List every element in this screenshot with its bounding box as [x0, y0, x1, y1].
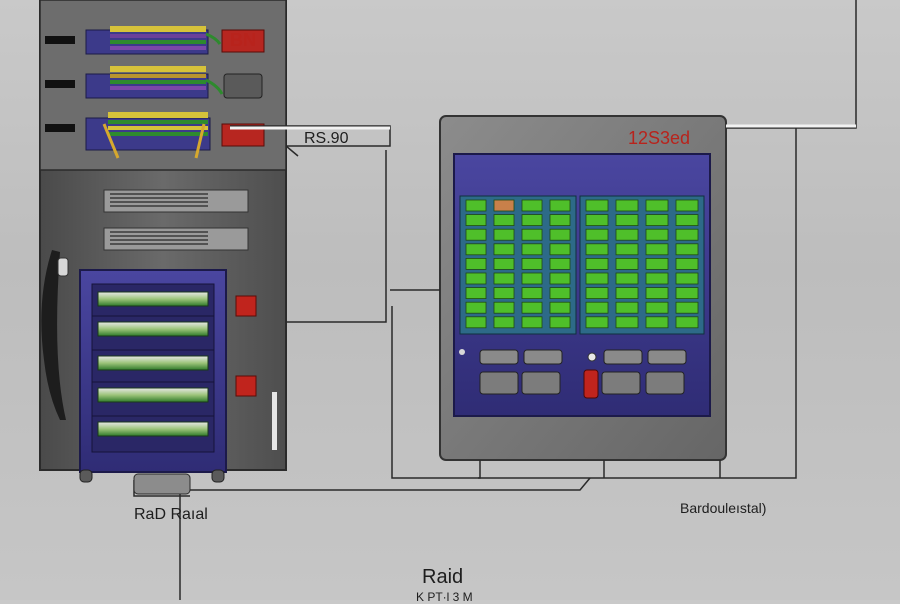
led-cell — [675, 199, 699, 212]
led-cell — [615, 199, 639, 212]
led-cell — [615, 243, 639, 256]
led-cell — [521, 199, 543, 212]
led-cell — [645, 257, 669, 270]
led-cell — [549, 272, 571, 285]
led-cell — [645, 243, 669, 256]
led-cell — [493, 228, 515, 241]
led-cell — [493, 316, 515, 329]
hard-drive — [97, 291, 209, 437]
led-cell — [585, 228, 609, 241]
connector-tag: RS.90 — [304, 130, 349, 147]
led-cell — [585, 301, 609, 314]
led-cell — [585, 257, 609, 270]
led-grid — [465, 199, 699, 329]
connection-lines — [133, 0, 857, 600]
led-cell — [549, 316, 571, 329]
drive-tag: BN — [230, 30, 256, 50]
led-cell — [493, 272, 515, 285]
led-cell — [549, 243, 571, 256]
led-cell — [493, 257, 515, 270]
led-cell — [675, 257, 699, 270]
led-cell — [675, 272, 699, 285]
led-cell — [521, 287, 543, 300]
led-cell — [549, 228, 571, 241]
led-cell — [615, 214, 639, 227]
bottom-subtitle: K PT·l 3 M — [416, 590, 473, 604]
led-cell — [465, 316, 487, 329]
led-cell — [645, 214, 669, 227]
led-cell — [675, 214, 699, 227]
status-indicator — [235, 295, 257, 317]
led-cell — [645, 287, 669, 300]
led-cell — [675, 243, 699, 256]
led-cell — [645, 228, 669, 241]
led-cell — [615, 272, 639, 285]
led-cell — [493, 287, 515, 300]
led-cell — [521, 316, 543, 329]
led-cell — [675, 228, 699, 241]
bottom-title: Raid — [422, 566, 464, 588]
led-cell — [521, 243, 543, 256]
led-cell — [615, 228, 639, 241]
led-cell — [549, 199, 571, 212]
raid-controller — [439, 115, 727, 461]
controller-tag: 12S3ed — [628, 128, 691, 148]
led-cell — [465, 228, 487, 241]
led-cell — [493, 243, 515, 256]
led-cell — [493, 199, 515, 212]
led-cell — [585, 199, 609, 212]
led-cell — [645, 301, 669, 314]
led-cell — [675, 301, 699, 314]
led-cell — [521, 228, 543, 241]
led-cell — [465, 257, 487, 270]
led-cell — [521, 272, 543, 285]
server-tower — [39, 0, 287, 483]
drive-module-stack — [45, 26, 265, 159]
led-cell — [585, 243, 609, 256]
led-cell — [585, 272, 609, 285]
led-cell — [675, 287, 699, 300]
led-cell — [615, 316, 639, 329]
led-cell — [585, 214, 609, 227]
led-cell — [549, 214, 571, 227]
led-cell — [493, 301, 515, 314]
control-button — [459, 349, 687, 399]
led-cell — [521, 257, 543, 270]
status-indicator — [235, 375, 257, 397]
led-cell — [645, 199, 669, 212]
led-cell — [465, 214, 487, 227]
led-cell — [549, 287, 571, 300]
led-cell — [465, 287, 487, 300]
led-cell — [465, 301, 487, 314]
led-cell — [549, 257, 571, 270]
led-cell — [521, 214, 543, 227]
led-cell — [521, 301, 543, 314]
led-cell — [645, 272, 669, 285]
led-cell — [645, 316, 669, 329]
led-cell — [615, 301, 639, 314]
led-cell — [549, 301, 571, 314]
right-caption: Bardouleıstal) — [680, 500, 767, 516]
led-cell — [585, 316, 609, 329]
led-cell — [465, 243, 487, 256]
led-cell — [675, 316, 699, 329]
led-cell — [615, 257, 639, 270]
led-cell — [615, 287, 639, 300]
cable-connector — [133, 473, 191, 495]
led-cell — [465, 199, 487, 212]
led-cell — [465, 272, 487, 285]
led-cell — [585, 287, 609, 300]
led-cell — [493, 214, 515, 227]
left-caption: RaD Raıal — [134, 506, 208, 523]
